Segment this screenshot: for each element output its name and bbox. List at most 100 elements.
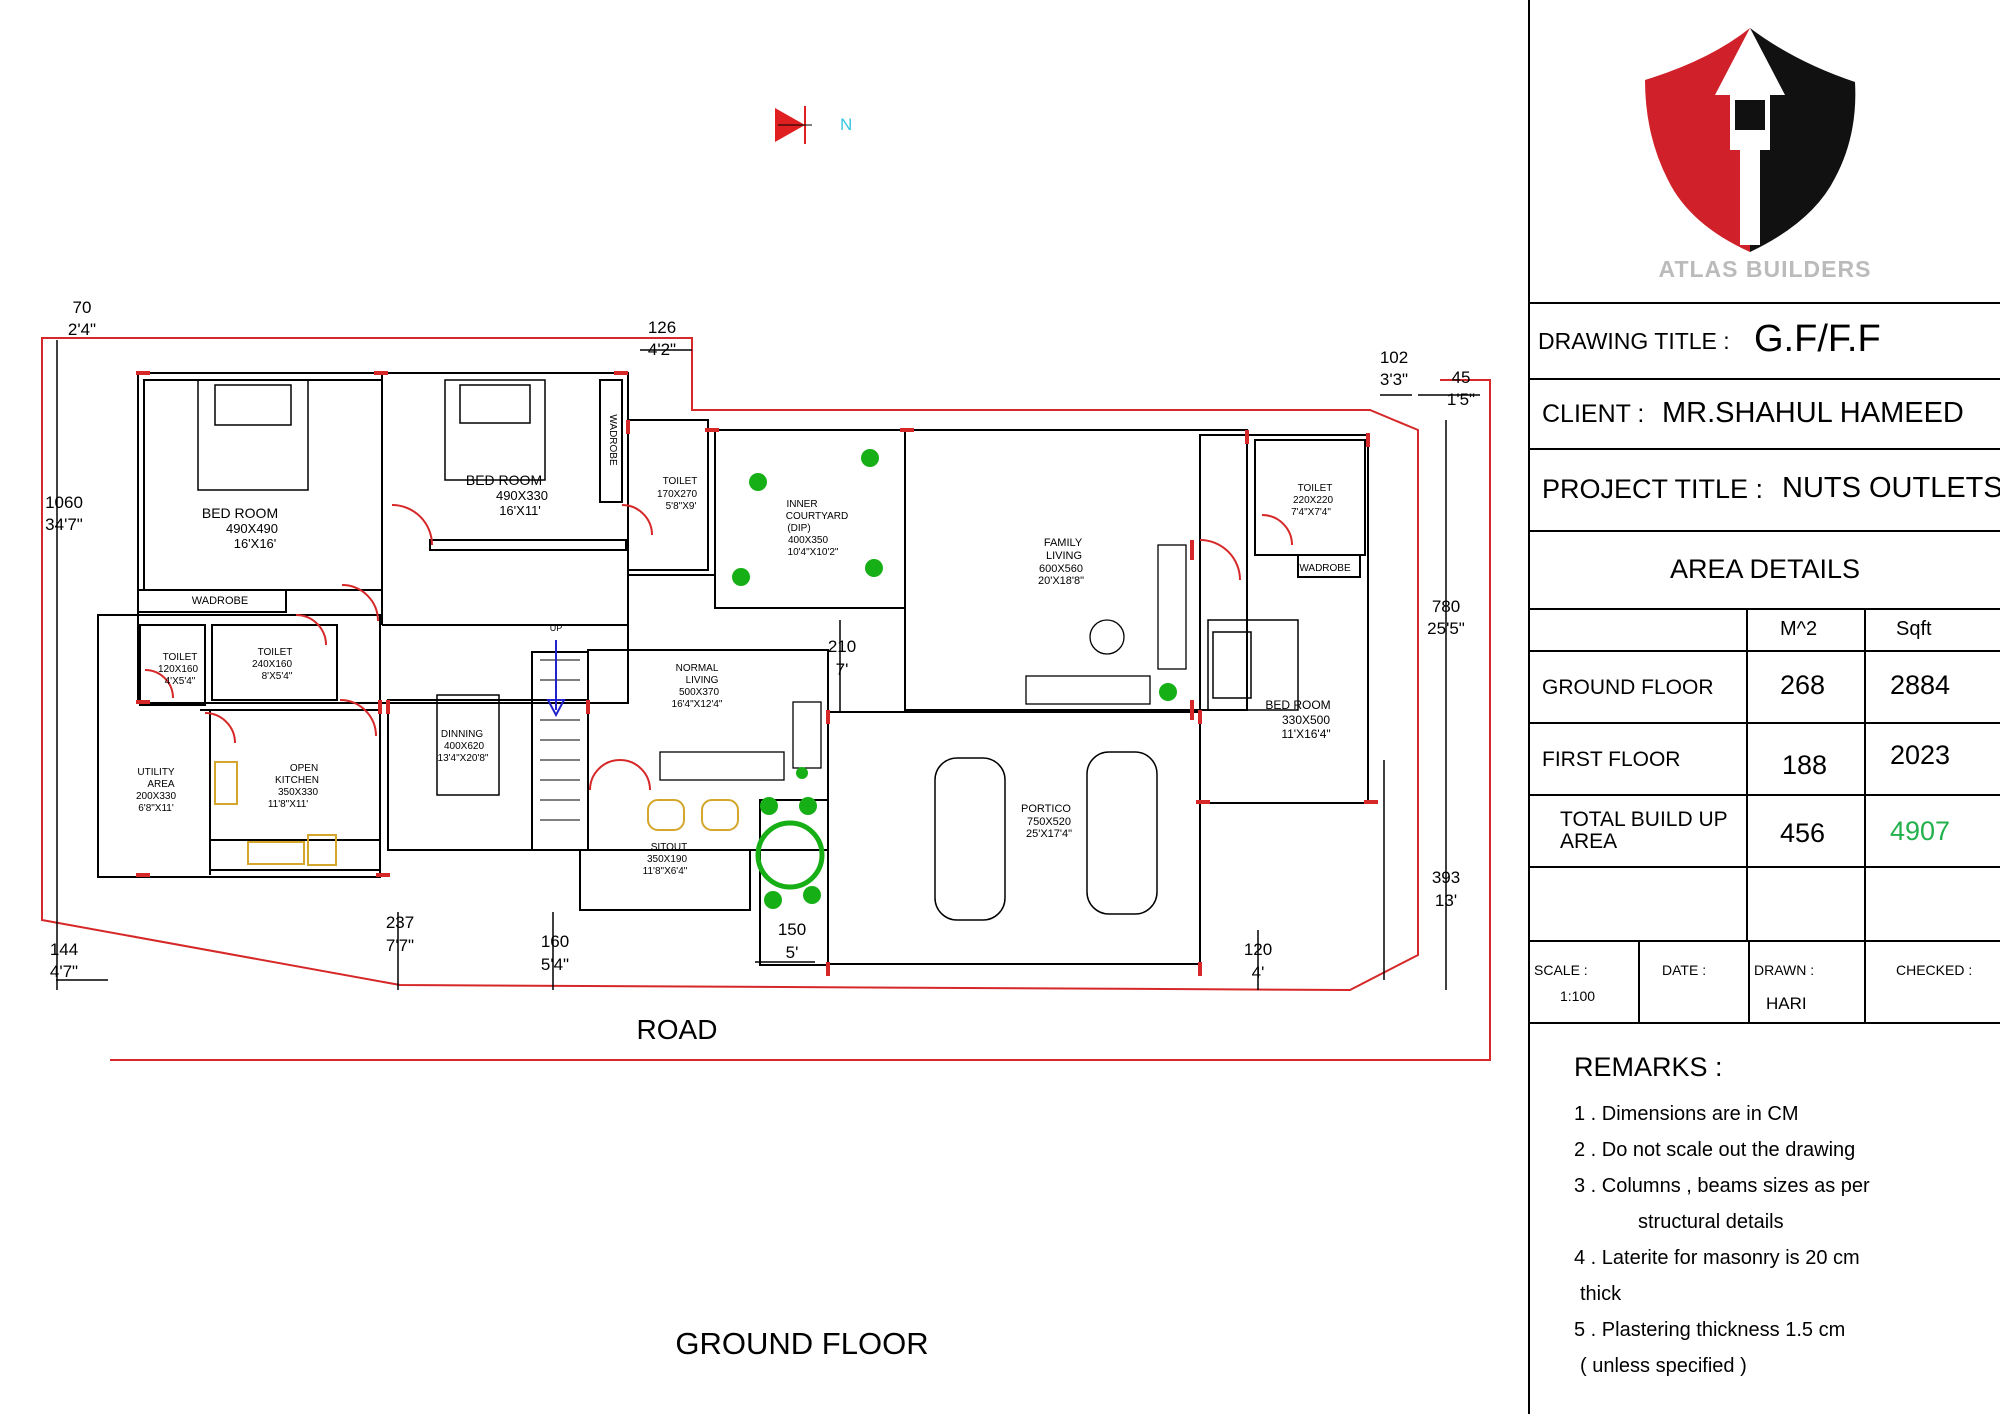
plant-icon <box>764 891 782 909</box>
car-icon <box>1086 751 1158 915</box>
room-dim: 750X520 <box>1027 816 1071 828</box>
plot-boundary-outer <box>41 337 1419 992</box>
room-label: KITCHEN <box>275 775 319 786</box>
project-label: PROJECT TITLE : <box>1542 474 1764 504</box>
room-label: AREA <box>147 779 175 790</box>
room-label: LIVING <box>686 675 719 686</box>
plant-icon <box>861 449 879 467</box>
room-label: SITOUT <box>651 842 687 853</box>
area-row-first: FIRST FLOOR 188 2023 <box>1530 724 2000 796</box>
col-m2-header: M^2 <box>1780 618 1818 640</box>
room-dim: 120X160 <box>158 664 198 675</box>
plant-icon <box>732 568 750 586</box>
room-ft: 4'X5'4" <box>165 676 196 687</box>
wardrobe-label: WADROBE <box>1299 563 1351 574</box>
room-label: TOILET <box>258 647 293 658</box>
dimension-value: 144 <box>50 940 78 959</box>
room-dim: 490X330 <box>496 488 548 503</box>
area-row-label: GROUND FLOOR <box>1542 676 1714 699</box>
dimension-value: 2'4" <box>68 320 96 339</box>
dimension-value: 13' <box>1435 891 1457 910</box>
remark-item: 2 . Do not scale out the drawing <box>1574 1139 1856 1161</box>
wardrobe-label: WADROBE <box>607 414 618 466</box>
area-heading-row: AREA DETAILS <box>1530 532 2000 610</box>
date-label: DATE : <box>1662 962 1707 978</box>
room-ft: 16'4"X12'4" <box>672 699 723 710</box>
dimension-value: 7'7" <box>386 936 414 955</box>
wardrobe-label: WADROBE <box>192 595 248 607</box>
area-row-sqft: 2884 <box>1890 670 1951 700</box>
room-ft: 8'X5'4" <box>262 671 293 682</box>
room-dim: 400X620 <box>444 741 484 752</box>
remark-item: 1 . Dimensions are in CM <box>1574 1103 1799 1125</box>
room-ft: 20'X18'8" <box>1038 575 1084 587</box>
area-heading: AREA DETAILS <box>1669 554 1861 584</box>
remarks-heading: REMARKS : <box>1574 1052 1723 1082</box>
room-label: NORMAL <box>676 663 719 674</box>
drawn-value: HARI <box>1766 994 1807 1013</box>
project-row: PROJECT TITLE : NUTS OUTLETS <box>1530 450 2000 532</box>
plant-icon <box>1159 683 1177 701</box>
room-dim: 600X560 <box>1039 563 1083 575</box>
room-label: OPEN <box>290 763 318 774</box>
dimension-value: 4'7" <box>50 962 78 981</box>
drawn-label: DRAWN : <box>1754 962 1815 978</box>
room-ft: 11'8"X11' <box>268 799 308 810</box>
area-row-m2: 268 <box>1780 670 1826 700</box>
area-row-m2: 456 <box>1780 818 1826 848</box>
dimension-value: 160 <box>541 932 569 951</box>
road-boundary <box>110 379 1491 1061</box>
scale-value: 1:100 <box>1560 988 1596 1004</box>
plant-icon <box>865 559 883 577</box>
area-row-empty <box>1530 868 2000 942</box>
remark-item: thick <box>1580 1283 1622 1305</box>
room-ft: 11'8"X6'4" <box>643 866 688 877</box>
room-dim: 490X490 <box>226 521 278 536</box>
dimension-value: 70 <box>73 298 92 317</box>
room-dim: 400X350 <box>788 535 828 546</box>
room-ft: 5'8"X9' <box>666 501 697 512</box>
room-dim: 330X500 <box>1282 713 1330 727</box>
room-label: COURTYARD <box>786 511 848 522</box>
area-row-ground: GROUND FLOOR 268 2884 <box>1530 652 2000 724</box>
chair-icon <box>701 799 739 831</box>
area-row-total: TOTAL BUILD UP AREA 456 4907 <box>1530 796 2000 868</box>
room-dim: 350X330 <box>278 787 318 798</box>
room-label: BED ROOM <box>466 472 542 488</box>
dimension-value: 102 <box>1380 348 1408 367</box>
drawing-title-label: DRAWING TITLE : <box>1538 328 1730 354</box>
dimension-value: 120 <box>1244 940 1272 959</box>
room-label: FAMILY <box>1044 537 1083 549</box>
area-row-label-2: AREA <box>1560 830 1618 853</box>
dimension-value: 25'5" <box>1427 619 1465 638</box>
dimension-value: 7' <box>836 660 849 679</box>
room-ft: 16'X16' <box>234 536 277 551</box>
client-row: CLIENT : MR.SHAHUL HAMEED <box>1530 380 2000 450</box>
room-dim: 240X160 <box>252 659 292 670</box>
dimension-value: 126 <box>648 318 676 337</box>
dimension-value: 1060 <box>45 493 83 512</box>
remark-item: 5 . Plastering thickness 1.5 cm <box>1574 1319 1846 1341</box>
dimension-value: 150 <box>778 920 806 939</box>
room-dim: 220X220 <box>1293 495 1333 506</box>
room-label: LIVING <box>1046 550 1082 562</box>
info-row: SCALE : 1:100 DATE : DRAWN : HARI CHECKE… <box>1530 942 2000 1024</box>
chair-icon <box>647 799 685 831</box>
client-label: CLIENT : <box>1542 400 1645 428</box>
plant-icon <box>749 473 767 491</box>
room-dim: 170X270 <box>657 489 697 500</box>
room-label: BED ROOM <box>1265 698 1330 712</box>
company-name: ATLAS BUILDERS <box>1658 256 1872 282</box>
plant-icon <box>799 797 817 815</box>
room-label: PORTICO <box>1021 803 1071 815</box>
remark-item: structural details <box>1638 1211 1784 1233</box>
dimension-value: 5'4" <box>541 955 569 974</box>
room-label: (DIP) <box>787 523 810 534</box>
dimension-value: 34'7" <box>45 515 83 534</box>
room-ft: 16'X11' <box>499 503 541 518</box>
room-label: UTILITY <box>137 767 175 778</box>
room-ft: 13'4"X20'8" <box>438 753 489 764</box>
dimension-value: 237 <box>386 913 414 932</box>
car-icon <box>934 757 1006 921</box>
